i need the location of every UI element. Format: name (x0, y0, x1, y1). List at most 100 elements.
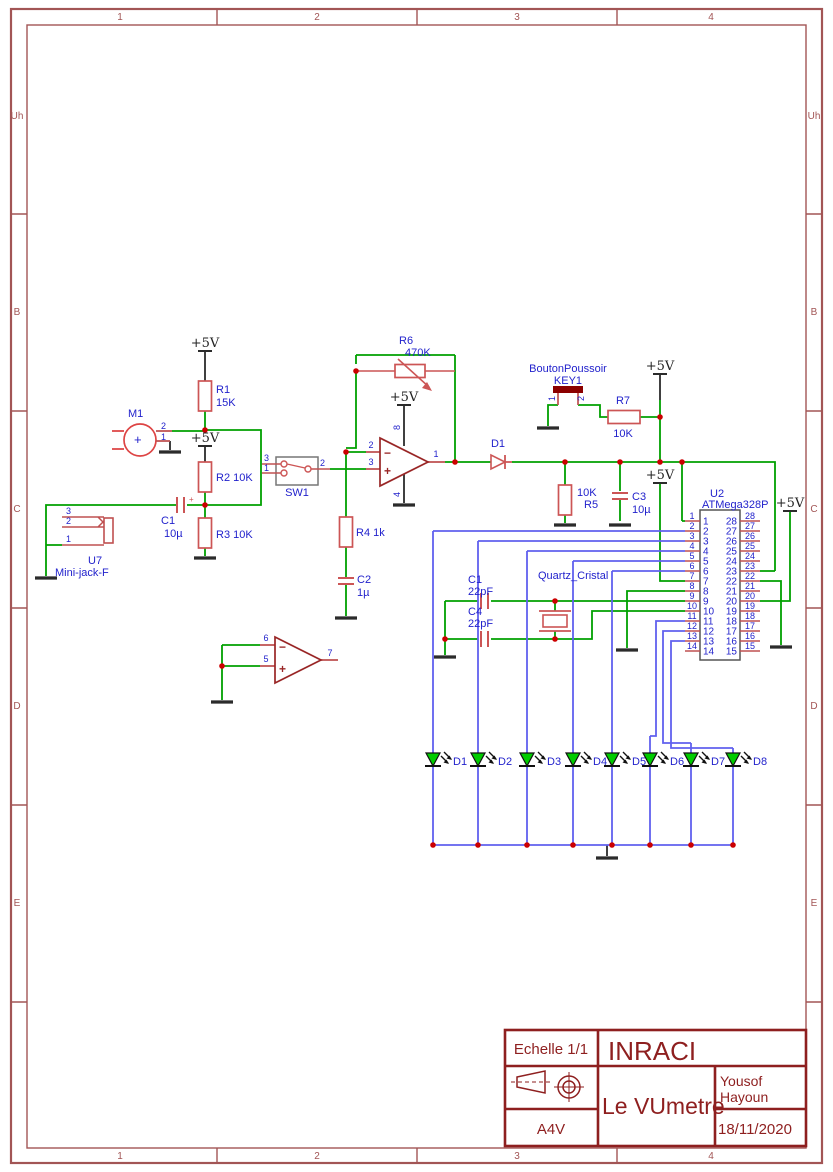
component-led-d6[interactable]: D6 (641, 751, 684, 768)
component-quartz-crystal[interactable]: Quartz_Cristal (538, 570, 608, 632)
wire-led1[interactable] (432, 530, 685, 845)
wire-u2-right[interactable] (760, 511, 791, 645)
junction-dot (609, 842, 615, 848)
wire-key1[interactable] (547, 400, 661, 426)
sw1-pin1: 1 (264, 463, 269, 473)
wire-u2-gnd[interactable] (626, 590, 685, 648)
u2-pin-number-inside-right: 17 (726, 627, 738, 638)
component-opamp2[interactable]: − + 6 5 7 (260, 633, 338, 685)
mic-ref: M1 (128, 408, 143, 420)
opamp1-pin3: 3 (368, 457, 373, 467)
c3-value: 10µ (632, 504, 651, 516)
opamp2-minus-sign: − (279, 640, 286, 654)
u2-pin-number-outside-left: 9 (689, 591, 694, 601)
component-c3[interactable] (612, 492, 628, 500)
wire-main-out[interactable] (455, 417, 776, 572)
c1-polarity-mark: + (189, 495, 194, 504)
component-c1-10u[interactable] (176, 497, 185, 513)
component-led-d5[interactable]: D5 (603, 751, 646, 768)
component-r1[interactable] (197, 380, 213, 412)
titleblock-paper: A4V (537, 1121, 565, 1138)
u2-pin-number-outside-right: 24 (745, 551, 755, 561)
component-r3[interactable] (197, 517, 213, 549)
component-opamp1[interactable]: − + 2 3 1 8 4 (366, 425, 445, 497)
junction-dot (688, 842, 694, 848)
mic-pin2: 2 (161, 421, 166, 431)
component-d1-diode[interactable]: D1 (490, 438, 512, 471)
wire-led7[interactable] (662, 630, 692, 845)
component-led-d1[interactable]: D1 (424, 751, 467, 768)
frame-col-label: 1 (117, 1151, 123, 1162)
wire-opamp-inv[interactable] (345, 371, 366, 616)
component-r4[interactable] (338, 516, 354, 548)
junction-dot (647, 842, 653, 848)
u2-pin-number-inside-right: 22 (726, 577, 738, 588)
component-r6-pot[interactable] (394, 363, 426, 379)
opamp1-pin1: 1 (433, 449, 438, 459)
junction-dot (452, 459, 458, 465)
junction-dot (730, 842, 736, 848)
u2-pin-number-inside-left: 9 (703, 597, 709, 608)
wire-led5[interactable] (611, 570, 685, 845)
wire-led2[interactable] (477, 540, 685, 845)
u2-pin-number-inside-left: 3 (703, 537, 709, 548)
junction-dot (570, 842, 576, 848)
frame-row-label: C (810, 504, 817, 515)
frame-col-label: 4 (708, 1151, 714, 1162)
sw1-ref: SW1 (285, 487, 309, 499)
wire-xtal-bottom[interactable] (444, 601, 685, 655)
u2-pin-number-inside-right: 16 (726, 637, 738, 648)
wire-led4[interactable] (572, 560, 685, 845)
projection-symbol-icon (511, 1070, 584, 1102)
u2-pin-number-outside-left: 8 (689, 581, 694, 591)
junction-dot (657, 414, 663, 420)
u2-pin-number-outside-left: 7 (689, 571, 694, 581)
u2-pin-number-outside-right: 21 (745, 581, 755, 591)
wire-led3[interactable] (526, 550, 685, 845)
component-led-d4[interactable]: D4 (564, 751, 607, 768)
u2-pin-number-outside-right: 28 (745, 511, 755, 521)
wire-feedback[interactable] (355, 354, 456, 463)
component-labels: R1 15K R2 10K R3 10K R4 1k C1 10µ R6 470… (161, 335, 651, 630)
u2-pin-number-outside-left: 12 (687, 621, 697, 631)
component-c1-22pf[interactable] (480, 593, 489, 609)
component-led-d8[interactable]: D8 (724, 751, 767, 768)
sheet-frame-labels: 1 2 3 4 1 2 3 4 Uh B C D E Uh B C D E (11, 12, 821, 1162)
u2-pin-number-outside-right: 19 (745, 601, 755, 611)
wire-u2-vcc[interactable] (659, 483, 685, 582)
component-r7[interactable] (607, 409, 641, 425)
plus5v-flag: +5V (646, 359, 675, 375)
component-led-d3[interactable]: D3 (518, 751, 561, 768)
wire-mic-bias[interactable] (172, 411, 262, 506)
junction-dot (679, 459, 685, 465)
wire-led6[interactable] (649, 620, 685, 845)
led-label: D2 (498, 756, 512, 768)
opamp1-pin2: 2 (368, 440, 373, 450)
wire-opamp2-in[interactable] (221, 644, 260, 700)
jack-pin2: 2 (66, 516, 71, 526)
opamp2-pin7: 7 (327, 648, 332, 658)
component-r5[interactable] (557, 484, 573, 516)
junction-dot (202, 427, 208, 433)
u2-pin-number-inside-right: 20 (726, 597, 738, 608)
plus5v-flag: +5V (191, 336, 220, 352)
opamp1-pin4: 4 (392, 492, 402, 497)
frame-row-label: C (13, 504, 20, 515)
component-key1-pushbutton[interactable]: 1 2 BoutonPoussoir KEY1 (529, 363, 607, 405)
opamp1-pin8: 8 (392, 425, 402, 430)
component-m1-microphone[interactable]: + M1 2 1 (112, 408, 172, 457)
plus5v-flag: +5V (646, 468, 675, 484)
component-c2[interactable] (338, 577, 354, 585)
component-r2[interactable] (197, 461, 213, 493)
component-sw1[interactable]: 3 1 2 SW1 (262, 453, 330, 499)
xtal-name: Quartz_Cristal (538, 570, 608, 582)
u2-pin-number-inside-right: 24 (726, 557, 738, 568)
component-u7-minijack[interactable]: 3 2 1 U7 Mini-jack-F (55, 506, 114, 579)
u2-pin-number-inside-right: 28 (726, 517, 738, 528)
component-led-d7[interactable]: D7 (682, 751, 725, 768)
component-c4-22pf[interactable] (480, 631, 489, 647)
u2-pin-number-outside-right: 17 (745, 621, 755, 631)
component-led-d2[interactable]: D2 (469, 751, 512, 768)
